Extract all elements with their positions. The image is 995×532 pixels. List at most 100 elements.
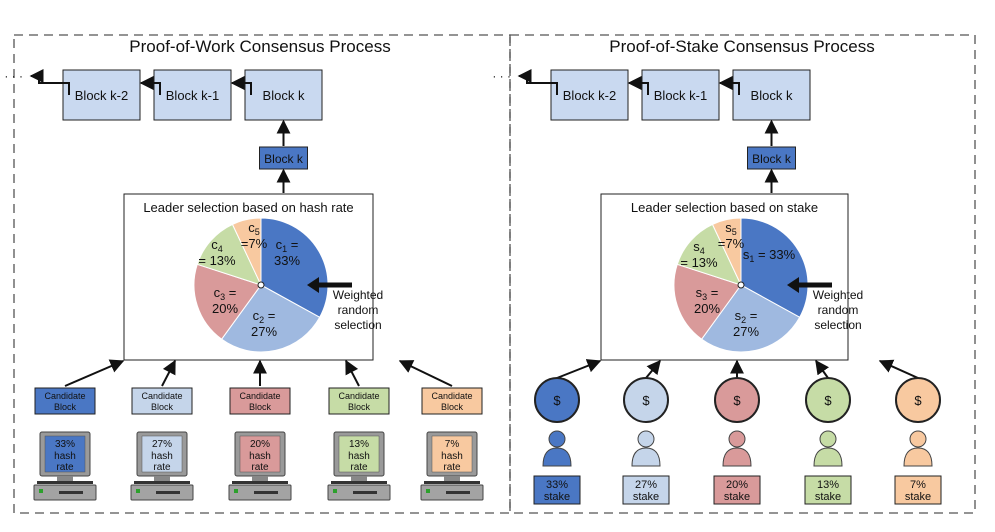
pc-led	[234, 489, 238, 493]
candidate-block	[34, 387, 96, 415]
pow-input-arrow	[398, 360, 453, 387]
pow-slice-value: = 13%	[198, 253, 236, 268]
pos-input-arrow	[878, 359, 919, 379]
candidate-block-label: Block	[54, 402, 77, 412]
pc-led	[333, 489, 337, 493]
pos-slice-value: 20%	[694, 301, 720, 316]
person-body-icon	[542, 447, 572, 467]
miner-hash-unit: hash	[249, 451, 271, 462]
person-body-icon	[813, 447, 843, 467]
pow-pie-slice	[260, 217, 329, 318]
stake-box	[894, 475, 942, 505]
miner-hash-unit: rate	[153, 462, 171, 473]
pos-chain-block-label: Block k-2	[563, 88, 616, 103]
monitor-base	[331, 481, 387, 484]
stake-unit: stake	[905, 491, 931, 503]
stake-unit: stake	[815, 491, 841, 503]
miner-hash-unit: hash	[441, 451, 463, 462]
pc-drive	[353, 491, 377, 494]
monitor-screen	[239, 435, 281, 473]
monitor-base	[424, 481, 480, 484]
person-body-icon	[903, 447, 933, 467]
coin-symbol: $	[914, 393, 922, 408]
pow-chain-block	[244, 69, 323, 121]
person-head-icon	[819, 430, 837, 448]
miner-hash-unit: hash	[151, 451, 173, 462]
pos-slice-value: = 13%	[680, 255, 718, 270]
pow-chain-block	[62, 69, 141, 121]
stake-unit: stake	[724, 491, 750, 503]
stake-box	[533, 475, 581, 505]
monitor-base	[232, 481, 288, 484]
stake-pct: 33%	[546, 479, 568, 491]
pos-chain-arrow	[718, 76, 740, 95]
monitor-stand	[57, 476, 73, 481]
pos-arrow-label: Weighted	[813, 288, 863, 302]
pc-led	[136, 489, 140, 493]
pow-pie-slice	[220, 284, 321, 353]
pos-selected-block-label: Block k	[752, 152, 792, 166]
pow-input-arrow	[64, 359, 125, 387]
pow-slice-value: =7%	[241, 236, 268, 251]
pow-pie-center	[257, 281, 265, 289]
pow-input-arrow	[161, 359, 176, 387]
person-head-icon	[909, 430, 927, 448]
pos-title: Proof-of-Stake Consensus Process	[609, 37, 875, 56]
candidate-block-label: Candidate	[431, 391, 472, 401]
coin-icon	[805, 377, 851, 423]
pow-slice-value: 20%	[212, 301, 238, 316]
monitor-screen	[44, 435, 86, 473]
miner-hash-pct: 20%	[250, 439, 270, 450]
pos-panel	[509, 34, 976, 514]
pow-pie-slice	[196, 223, 262, 286]
pc-drive	[254, 491, 278, 494]
pos-pie-slice	[673, 263, 742, 340]
miner-hash-pct: 27%	[152, 439, 172, 450]
candidate-block-label: Block	[151, 402, 174, 412]
monitor-stand	[444, 476, 460, 481]
stake-pct: 7%	[910, 479, 926, 491]
pow-panel	[13, 34, 511, 514]
candidate-block-label: Candidate	[141, 391, 182, 401]
pos-slice-value: =7%	[718, 236, 745, 251]
monitor-screen	[338, 435, 380, 473]
stake-unit: stake	[633, 491, 659, 503]
pos-arrow-label: selection	[814, 318, 861, 332]
coin-icon	[623, 377, 669, 423]
pos-slice-label: s4	[693, 239, 705, 256]
person-head-icon	[548, 430, 566, 448]
pos-ellipsis: · · ·	[492, 69, 511, 83]
stake-pct: 13%	[817, 479, 839, 491]
coin-icon	[714, 377, 760, 423]
stake-box	[713, 475, 761, 505]
monitor-base	[37, 481, 93, 484]
monitor-stand	[252, 476, 268, 481]
stake-box	[622, 475, 670, 505]
candidate-block-label: Candidate	[239, 391, 280, 401]
miner-hash-unit: hash	[348, 451, 370, 462]
coin-icon	[534, 377, 580, 423]
miner-hash-unit: rate	[443, 462, 461, 473]
pow-selected-block-label: Block k	[264, 152, 304, 166]
stake-unit: stake	[544, 491, 570, 503]
pow-ellipsis: · · ·	[4, 69, 23, 83]
monitor-stand	[351, 476, 367, 481]
miner-hash-unit: rate	[56, 462, 74, 473]
person-head-icon	[728, 430, 746, 448]
pow-slice-label: c2 =	[253, 308, 276, 325]
pow-pie-slice	[231, 217, 262, 286]
pos-pie-slice	[711, 217, 742, 286]
candidate-block-label: Block	[441, 402, 464, 412]
pow-arrow-label: random	[338, 303, 379, 317]
pow-slice-label: c4	[211, 237, 223, 254]
coin-symbol: $	[824, 393, 832, 408]
pow-pie-slice	[193, 263, 262, 340]
pos-slice-value: 27%	[733, 324, 759, 339]
miner-hash-pct: 7%	[445, 439, 460, 450]
monitor-screen	[141, 435, 183, 473]
candidate-block	[328, 387, 390, 415]
monitor-screen	[431, 435, 473, 473]
pos-pie-slice	[740, 217, 809, 318]
candidate-block-label: Block	[348, 402, 371, 412]
